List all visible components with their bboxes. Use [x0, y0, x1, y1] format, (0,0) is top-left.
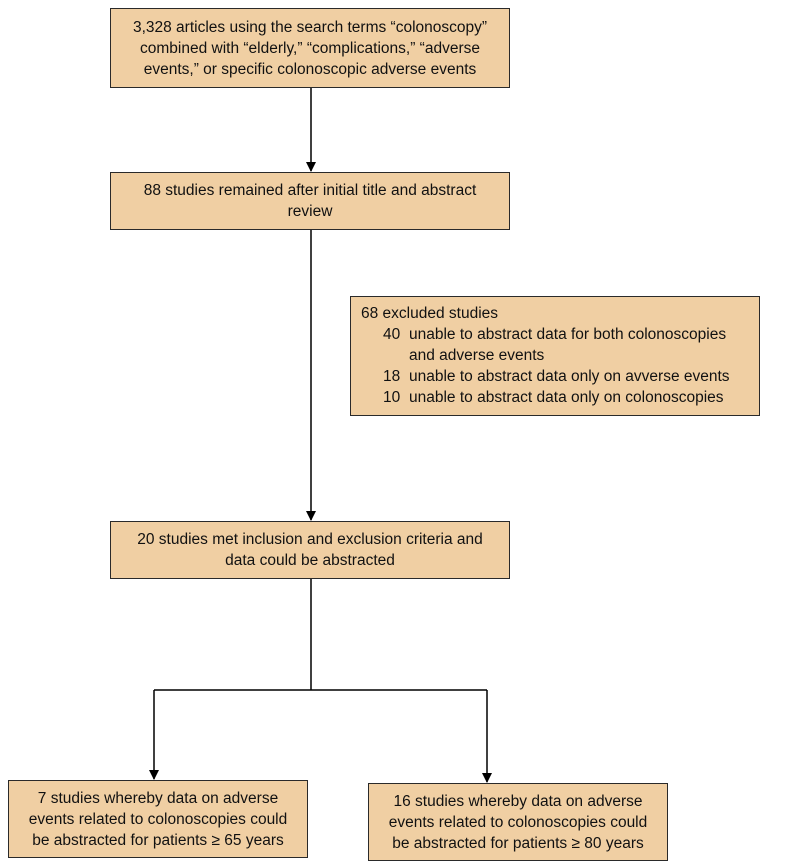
outcome-65-years-box: 7 studies whereby data on adverse events…	[8, 780, 308, 858]
arrowhead-screened-to-included	[306, 511, 316, 521]
outcome-65-line-3: be abstracted for patients ≥ 65 years	[32, 831, 284, 849]
included-line-1: 20 studies met inclusion and exclusion c…	[137, 531, 483, 548]
excluded-item: 10 unable to abstract data only on colono…	[361, 387, 759, 408]
arrowhead-search-to-screened	[306, 162, 316, 172]
excluded-item: 40 unable to abstract data for both colon…	[361, 324, 759, 366]
included-line-2: data could be abstracted	[225, 552, 395, 569]
outcome-80-years-box: 16 studies whereby data on adverse event…	[368, 783, 668, 861]
included-studies-box: 20 studies met inclusion and exclusion c…	[110, 521, 510, 579]
excluded-title: 68 excluded studies	[361, 305, 499, 322]
search-results-box: 3,328 articles using the search terms “c…	[110, 8, 510, 88]
outcome-65-line-2: events related to colonoscopies could	[28, 810, 288, 828]
outcome-80-line-2: events related to colonoscopies could	[388, 813, 648, 831]
excluded-item-count: 10	[383, 389, 401, 406]
screened-line-1: 88 studies remained after initial title …	[143, 182, 477, 199]
outcome-80-line-1: 16 studies whereby data on adverse	[393, 792, 643, 810]
excluded-studies-box: 68 excluded studies 40 unable to abstract…	[350, 296, 760, 416]
excluded-item-text: unable to abstract data only on avverse …	[409, 368, 730, 385]
excluded-item-text: unable to abstract data only on colonosc…	[409, 389, 724, 406]
search-line-3: events,” or specific colonoscopic advers…	[143, 60, 477, 78]
arrowhead-to-80	[482, 773, 492, 783]
excluded-item-count: 40	[383, 326, 401, 343]
excluded-item-text: unable to abstract data for both colonos…	[409, 326, 727, 343]
arrowhead-to-65	[149, 770, 159, 780]
excluded-item-continuation: and adverse events	[409, 347, 545, 364]
screened-line-2: review	[287, 203, 333, 220]
search-line-2: combined with “elderly,” “complications,…	[140, 39, 480, 57]
excluded-item-count: 18	[383, 368, 401, 385]
excluded-item: 18 unable to abstract data only on avvers…	[361, 366, 759, 387]
search-line-1: 3,328 articles using the search terms “c…	[132, 18, 488, 36]
screened-studies-box: 88 studies remained after initial title …	[110, 172, 510, 230]
outcome-65-line-1: 7 studies whereby data on adverse	[37, 789, 279, 807]
outcome-80-line-3: be abstracted for patients ≥ 80 years	[392, 834, 644, 852]
